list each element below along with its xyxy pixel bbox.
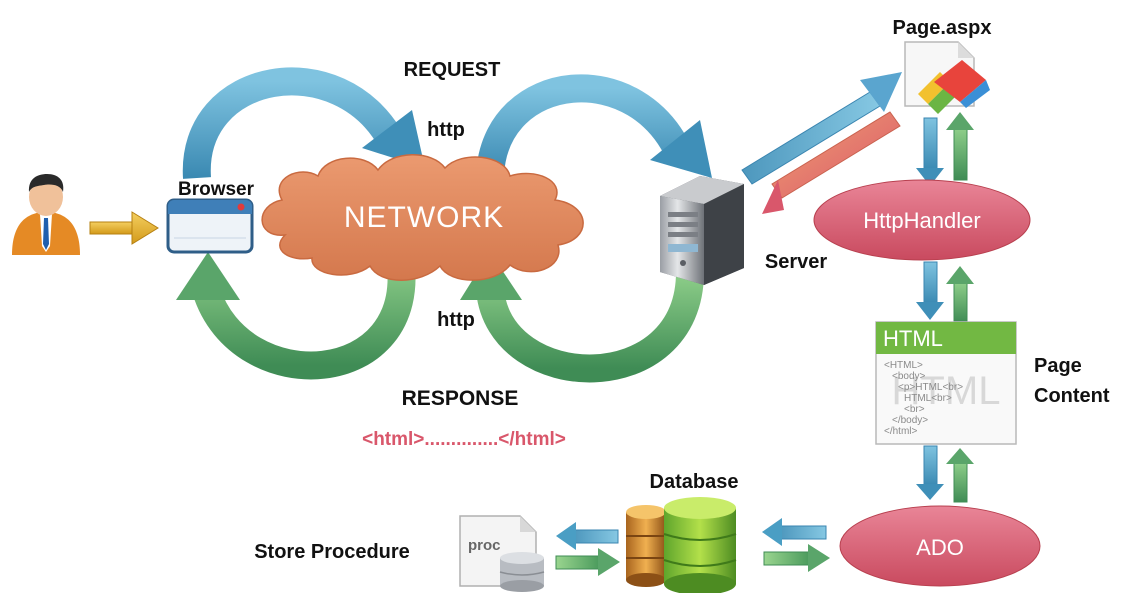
http-top-label: http xyxy=(427,119,465,141)
user-icon xyxy=(12,174,80,255)
network-cloud: NETWORK xyxy=(261,154,584,281)
response-html-tag: <html>..............</html> xyxy=(362,429,566,450)
proc-file-icon: proc xyxy=(459,515,545,592)
database-icon xyxy=(626,497,737,593)
http-handler-label: HttpHandler xyxy=(863,208,980,233)
request-label: REQUEST xyxy=(404,59,501,81)
http-handler-node: HttpHandler xyxy=(813,179,1031,261)
html-watermark: HTML xyxy=(892,369,1001,413)
http-bottom-label: http xyxy=(437,309,475,331)
server-label: Server xyxy=(765,251,827,273)
page-to-server-arrow xyxy=(762,111,901,214)
response-label: RESPONSE xyxy=(402,387,519,410)
user-to-browser-arrow xyxy=(89,211,159,245)
ado-label: ADO xyxy=(916,535,964,560)
server-to-page-arrow xyxy=(741,72,902,185)
html-header-label: HTML xyxy=(883,326,943,351)
page-content-label-line2: Content xyxy=(1034,385,1110,407)
database-proc-arrows xyxy=(555,522,620,576)
server-icon xyxy=(660,176,744,285)
ado-node: ADO xyxy=(839,505,1041,587)
database-label: Database xyxy=(650,471,739,493)
aspx-file-icon xyxy=(904,41,990,114)
html-code-line: </body> xyxy=(892,415,928,426)
page-aspx-label: Page.aspx xyxy=(893,17,992,39)
ado-database-arrows xyxy=(762,518,830,572)
html-code-line: </html> xyxy=(884,426,918,437)
html-ado-arrows xyxy=(916,445,974,503)
html-document-icon: HTML HTML <HTML><body><p>HTML<br>HTML<br… xyxy=(875,321,1017,445)
page-handler-arrows xyxy=(916,112,974,186)
html-code-line: HTML<br> xyxy=(904,393,952,404)
request-arrow-network-to-server xyxy=(476,74,712,178)
html-code-line: <p>HTML<br> xyxy=(898,382,963,393)
handler-html-arrows xyxy=(916,261,974,323)
html-code-line: <br> xyxy=(904,404,925,415)
proc-icon-label: proc xyxy=(468,537,501,554)
network-label: NETWORK xyxy=(344,201,504,234)
response-arrow-network-to-browser xyxy=(176,252,416,380)
browser-window-icon xyxy=(166,198,254,254)
browser-label: Browser xyxy=(178,179,255,200)
html-code-lines: <HTML><body><p>HTML<br>HTML<br><br></bod… xyxy=(884,360,963,437)
request-arrow-browser-to-network xyxy=(182,67,425,179)
html-code-line: <HTML> xyxy=(884,360,923,371)
store-procedure-label: Store Procedure xyxy=(254,541,410,563)
html-code-line: <body> xyxy=(892,371,926,382)
page-content-label-line1: Page xyxy=(1034,355,1082,377)
